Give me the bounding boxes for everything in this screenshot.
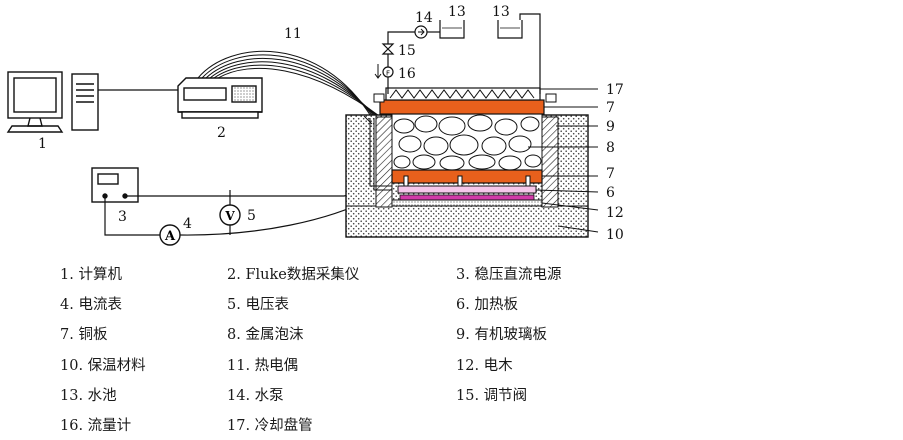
dc-power-supply — [91, 167, 139, 203]
callout-11: 11 — [284, 26, 302, 42]
callout-13-right: 13 — [492, 4, 510, 20]
plexiglass-wall-right — [541, 116, 559, 208]
monitor — [7, 71, 63, 119]
legend-item: 1. 计算机 — [60, 266, 122, 283]
callout-3: 3 — [118, 209, 127, 225]
legend-row: 10. 保温材料 11. 热电偶 12. 电木 — [60, 349, 860, 379]
leader-lines — [528, 88, 599, 233]
legend-item: 5. 电压表 — [227, 296, 289, 313]
legend-row: 1. 计算机 2. Fluke数据采集仪 3. 稳压直流电源 — [60, 258, 860, 288]
legend-row: 13. 水池 14. 水泵 15. 调节阀 — [60, 379, 860, 409]
heating-plate — [399, 194, 535, 201]
metal-foam — [391, 113, 543, 171]
legend-item: 4. 电流表 — [60, 296, 122, 313]
legend-item: 3. 稳压直流电源 — [456, 266, 562, 283]
regulating-valve — [381, 43, 395, 55]
callout-1: 1 — [38, 136, 47, 152]
copper-plate-top — [379, 99, 545, 115]
experimental-setup-diagram: 1 2 11 3 A 4 — [6, 4, 624, 246]
water-pump — [414, 25, 428, 39]
callout-2: 2 — [217, 125, 226, 141]
copper-plate-bottom — [391, 169, 543, 184]
legend-item: 14. 水泵 — [227, 387, 284, 404]
legend-row: 16. 流量计 17. 冷却盘管 — [60, 409, 860, 439]
callout-10: 10 — [606, 227, 624, 243]
legend-item: 15. 调节阀 — [456, 387, 528, 404]
legend-item: 17. 冷却盘管 — [227, 418, 313, 435]
callout-16: 16 — [398, 66, 416, 82]
water-tank-right — [497, 20, 523, 39]
computer — [6, 71, 99, 133]
callout-7-top: 7 — [606, 100, 615, 116]
plexiglass-wall-left — [375, 116, 393, 208]
legend-item: 9. 有机玻璃板 — [456, 327, 547, 344]
fluke-data-logger — [177, 77, 263, 119]
legend-item: 12. 电木 — [456, 357, 513, 374]
ammeter-symbol: A — [164, 229, 176, 244]
keyboard — [6, 125, 64, 133]
legend-row: 7. 铜板 8. 金属泡沫 9. 有机玻璃板 — [60, 319, 860, 349]
legend-item: 6. 加热板 — [456, 296, 518, 313]
flowmeter: F — [374, 64, 394, 79]
callout-8: 8 — [606, 140, 615, 156]
top-bracket-left — [373, 93, 385, 103]
legend-item: 11. 热电偶 — [227, 357, 299, 374]
water-tank-left — [439, 20, 465, 39]
callout-7-bottom: 7 — [606, 166, 615, 182]
voltmeter-symbol: V — [224, 209, 235, 223]
legend-item: 13. 水池 — [60, 387, 117, 404]
callout-13-left: 13 — [448, 4, 466, 20]
thermocouple-bundle — [197, 50, 383, 119]
legend-item: 2. Fluke数据采集仪 — [227, 266, 360, 283]
legend-row: 4. 电流表 5. 电压表 6. 加热板 — [60, 288, 860, 318]
ammeter: A — [159, 224, 181, 246]
voltmeter: V — [219, 204, 241, 226]
flowmeter-symbol: F — [386, 70, 390, 78]
component-legend: 1. 计算机 2. Fluke数据采集仪 3. 稳压直流电源 4. 电流表 5.… — [60, 258, 860, 440]
monitor-screen — [13, 77, 57, 113]
legend-item: 16. 流量计 — [60, 418, 132, 435]
top-bracket-right — [545, 93, 557, 103]
callout-15: 15 — [398, 43, 416, 59]
heating-plate-frame — [397, 185, 537, 194]
callout-5: 5 — [247, 208, 256, 224]
legend-item: 8. 金属泡沫 — [227, 327, 304, 344]
bakelite-layer — [391, 199, 543, 207]
callout-9: 9 — [606, 119, 615, 135]
callout-17: 17 — [606, 82, 624, 98]
thermocouple-pins — [403, 175, 531, 189]
callout-12: 12 — [606, 205, 624, 221]
callout-6: 6 — [606, 185, 615, 201]
callout-14: 14 — [415, 10, 433, 26]
callout-4: 4 — [183, 216, 192, 232]
legend-item: 7. 铜板 — [60, 327, 108, 344]
legend-item: 10. 保温材料 — [60, 357, 146, 374]
pc-tower — [71, 73, 99, 131]
cooling-coil — [385, 87, 541, 101]
thermocouple-probes — [363, 115, 392, 191]
